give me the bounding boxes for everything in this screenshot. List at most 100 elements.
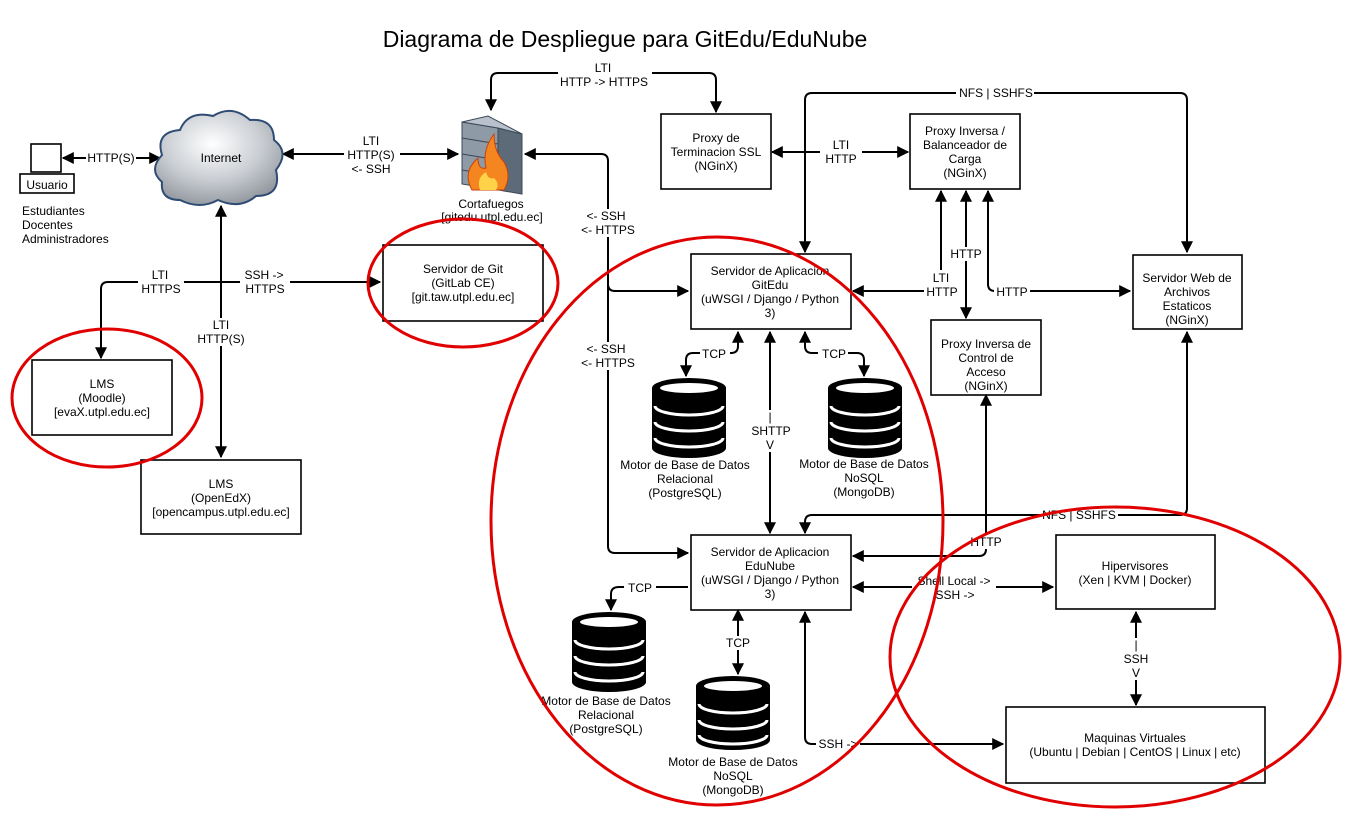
svg-text:Motor de Base de Datos: Motor de Base de Datos — [799, 457, 928, 471]
svg-text:NoSQL: NoSQL — [713, 769, 753, 783]
edge-label: HTTP — [950, 247, 981, 261]
node-cortafuegos: Cortafuegos [gitedu.utpl.edu.ec] — [441, 115, 543, 224]
edge-label: LTI — [833, 138, 849, 152]
edge-edunube-vm — [799, 610, 1005, 750]
edge-label: LTI — [933, 271, 949, 285]
database-icon — [696, 676, 770, 750]
edge-balanceador-estaticos — [982, 189, 1132, 297]
svg-text:[evaX.utpl.edu.ec]: [evaX.utpl.edu.ec] — [54, 405, 150, 419]
svg-text:3): 3) — [765, 587, 776, 601]
node-db-nosql-edunube: Motor de Base de Datos NoSQL (MongoDB) — [668, 676, 798, 797]
svg-text:Servidor de Git: Servidor de Git — [423, 262, 504, 276]
edge-label: <- HTTPS — [581, 356, 635, 370]
edge-internet-lms — [95, 281, 221, 360]
edge-label: LTI — [363, 134, 379, 148]
highlight-annotations — [10, 217, 1342, 809]
svg-text:Motor de Base de Datos: Motor de Base de Datos — [620, 458, 749, 472]
svg-text:NoSQL: NoSQL — [844, 471, 884, 485]
node-lms-openedx: LMS (OpenEdX) [opencampus.utpl.edu.ec] — [140, 459, 302, 535]
node-maquinas-virtuales: Maquinas Virtuales (Ubuntu | Debian | Ce… — [1005, 706, 1266, 784]
internet-label: Internet — [201, 151, 242, 165]
usuario-role: Estudiantes — [22, 204, 85, 218]
node-db-rel-edunube: Motor de Base de Datos Relacional (Postg… — [541, 612, 671, 736]
edge-label: HTTP(S) — [197, 332, 244, 346]
svg-text:(PostgreSQL): (PostgreSQL) — [569, 722, 642, 736]
node-hipervisores: Hipervisores (Xen | KVM | Docker) — [1055, 534, 1216, 610]
svg-text:(MongoDB): (MongoDB) — [702, 783, 763, 797]
edge-nfs-bottom — [799, 330, 1193, 535]
svg-text:[git.taw.utpl.edu.ec]: [git.taw.utpl.edu.ec] — [412, 290, 515, 304]
svg-text:Hipervisores: Hipervisores — [1102, 559, 1169, 573]
svg-text:(NGinX): (NGinX) — [694, 159, 737, 173]
node-internet: Internet — [154, 109, 284, 206]
svg-text:(NGinX): (NGinX) — [943, 166, 986, 180]
node-web-estaticos: Servidor Web de Archivos Estaticos (NGin… — [1132, 254, 1243, 330]
highlight-servidor-git — [366, 217, 560, 349]
edge-acceso-edunube — [851, 393, 992, 562]
database-icon — [828, 378, 902, 458]
svg-text:(PostgreSQL): (PostgreSQL) — [648, 486, 721, 500]
svg-text:(Moodle): (Moodle) — [78, 391, 125, 405]
svg-text:Proxy de: Proxy de — [692, 131, 740, 145]
svg-text:(uWSGI / Django / Python: (uWSGI / Django / Python — [701, 573, 839, 587]
node-db-rel-gitedu: Motor de Base de Datos Relacional (Postg… — [620, 378, 750, 500]
svg-text:(NGinX): (NGinX) — [1165, 313, 1208, 327]
svg-text:(MongoDB): (MongoDB) — [833, 485, 894, 499]
cloud-icon — [154, 109, 284, 206]
edge-label: TCP — [628, 581, 652, 595]
highlight-virtualization — [888, 505, 1342, 809]
svg-text:Balanceador de: Balanceador de — [923, 138, 1007, 152]
edge-label: HTTP — [996, 285, 1027, 299]
svg-text:Relacional: Relacional — [578, 708, 634, 722]
edge-label: HTTPS — [141, 282, 180, 296]
edge-label: <- SSH — [586, 342, 625, 356]
edge-label: LTI — [213, 318, 229, 332]
svg-text:Servidor de Aplicacion: Servidor de Aplicacion — [711, 545, 830, 559]
edge-label: <- HTTPS — [581, 223, 635, 237]
edge-label: LTI — [595, 61, 611, 75]
edge-label: | — [768, 410, 771, 424]
edge-label: HTTPS — [245, 282, 284, 296]
svg-text:Archivos: Archivos — [1164, 285, 1210, 299]
edge-label: V — [1132, 666, 1140, 680]
edge-label: HTTP — [970, 535, 1001, 549]
svg-text:Motor de Base de Datos: Motor de Base de Datos — [541, 694, 670, 708]
node-lms-moodle: LMS (Moodle) [evaX.utpl.edu.ec] — [31, 359, 173, 436]
svg-text:Control de: Control de — [958, 351, 1014, 365]
usuario-label: Usuario — [26, 178, 68, 192]
node-app-gitedu: Servidor de Aplicacion GitEdu (uWSGI / D… — [690, 253, 852, 330]
diagram-title: Diagrama de Despliegue para GitEdu/EduNu… — [383, 26, 868, 52]
svg-text:Proxy Inversa /: Proxy Inversa / — [925, 124, 1006, 138]
computer-icon — [30, 143, 62, 173]
edge-label: TCP — [726, 636, 750, 650]
cortafuegos-label: Cortafuegos — [458, 197, 523, 211]
edge-labels: HTTP(S) LTI HTTP(S) <- SSH LTI HTTP -> H… — [86, 61, 1152, 751]
edge-label: HTTP(S) — [347, 148, 394, 162]
svg-text:Relacional: Relacional — [657, 472, 713, 486]
svg-text:[opencampus.utpl.edu.ec]: [opencampus.utpl.edu.ec] — [152, 505, 289, 519]
edge-label: Shell Local -> — [917, 574, 990, 588]
node-proxy-acceso: Proxy Inversa de Control de Acceso (NGin… — [930, 319, 1042, 396]
edge-label: LTI — [152, 268, 168, 282]
edge-label: V — [766, 438, 774, 452]
edge-label: SHTTP — [751, 424, 790, 438]
edge-cortafuegos-gitedu — [607, 283, 690, 297]
edge-label: <- SSH — [586, 209, 625, 223]
node-proxy-ssl: Proxy de Terminacion SSL (NGinX) — [660, 113, 772, 190]
edge-edunube-db-rel — [605, 586, 688, 612]
edge-label: SSH -> — [818, 737, 857, 751]
svg-text:Terminacion SSL: Terminacion SSL — [671, 145, 762, 159]
highlight-app-servers — [489, 235, 945, 807]
svg-text:Maquinas Virtuales: Maquinas Virtuales — [1084, 731, 1186, 745]
svg-text:(GitLab CE): (GitLab CE) — [431, 276, 494, 290]
usuario-role: Administradores — [22, 232, 109, 246]
highlight-lms-moodle — [10, 327, 204, 469]
edge-label: HTTP — [926, 285, 957, 299]
svg-text:Carga: Carga — [949, 152, 982, 166]
edge-label: HTTP — [825, 152, 856, 166]
edge-label: TCP — [702, 347, 726, 361]
edge-label: | — [1134, 638, 1137, 652]
node-usuario: Usuario Estudiantes Docentes Administrad… — [19, 143, 109, 246]
database-icon — [572, 612, 646, 692]
database-icon — [652, 378, 726, 458]
